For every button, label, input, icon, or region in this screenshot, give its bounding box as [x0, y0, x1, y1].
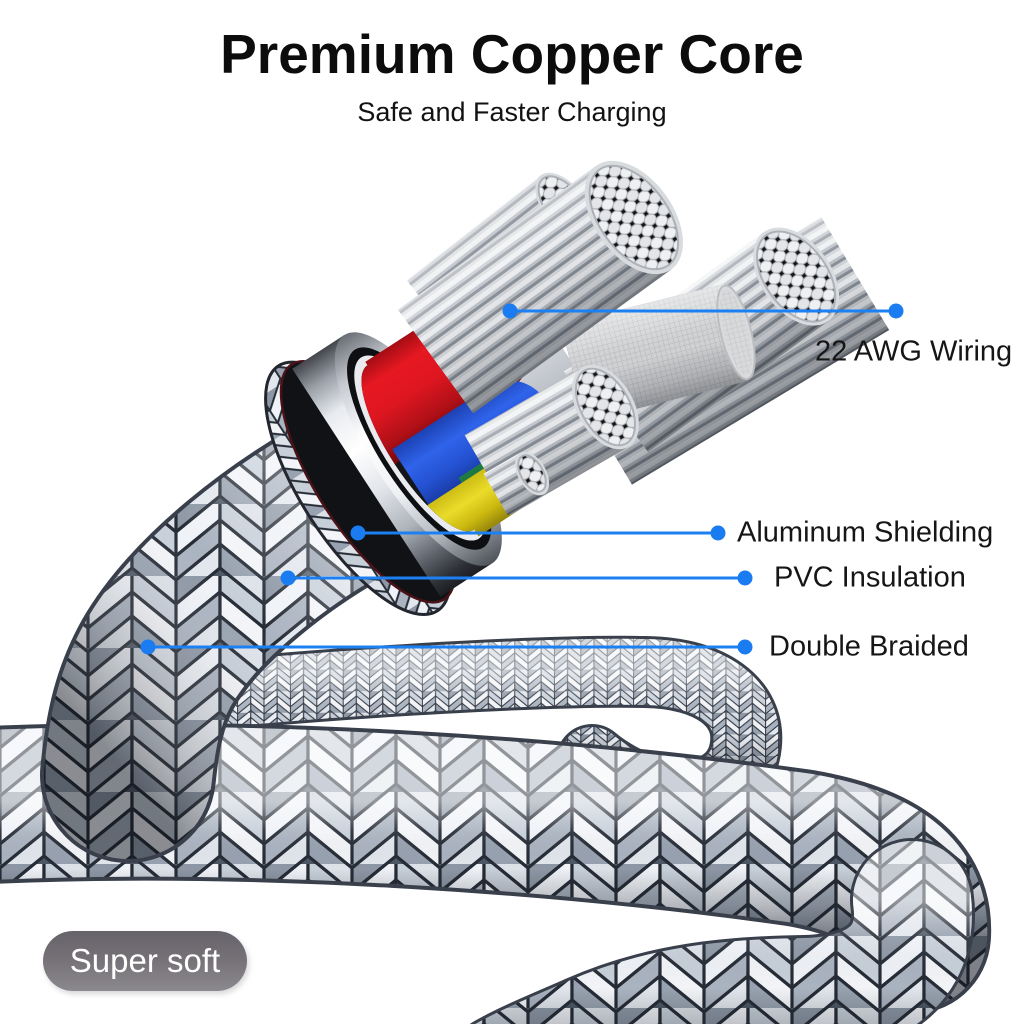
strand-bundle-small — [483, 451, 550, 516]
callout-leader-lines — [140, 303, 904, 655]
super-soft-badge: Super soft — [43, 931, 247, 991]
braided-cable — [0, 404, 992, 1024]
callout-braided-line — [140, 639, 753, 655]
callout-dot — [502, 303, 518, 319]
strand-bundle-front — [398, 160, 683, 414]
callout-aluminum-line — [350, 525, 726, 541]
page-subtitle: Safe and Faster Charging — [357, 97, 667, 127]
callout-pvc-line — [280, 570, 753, 586]
callout-awg-line — [502, 303, 904, 319]
callout-dot — [710, 525, 726, 541]
cable-tail — [470, 838, 975, 1024]
callout-label-braided: Double Braided — [769, 630, 969, 663]
super-soft-badge-label: Super soft — [69, 942, 221, 979]
callout-dot — [888, 303, 904, 319]
callout-dot — [737, 570, 753, 586]
callout-dot — [280, 570, 296, 586]
copper-strand-bundles — [398, 160, 890, 516]
callout-label-awg: 22 AWG Wiring — [815, 335, 1013, 368]
callout-label-aluminum: Aluminum Shielding — [737, 516, 994, 549]
callout-dot — [140, 639, 156, 655]
page-title: Premium Copper Core — [220, 23, 804, 85]
callout-dot — [350, 525, 366, 541]
callout-dot — [737, 639, 753, 655]
cable-head-braid — [40, 404, 446, 863]
callout-label-pvc: PVC Insulation — [774, 561, 966, 594]
